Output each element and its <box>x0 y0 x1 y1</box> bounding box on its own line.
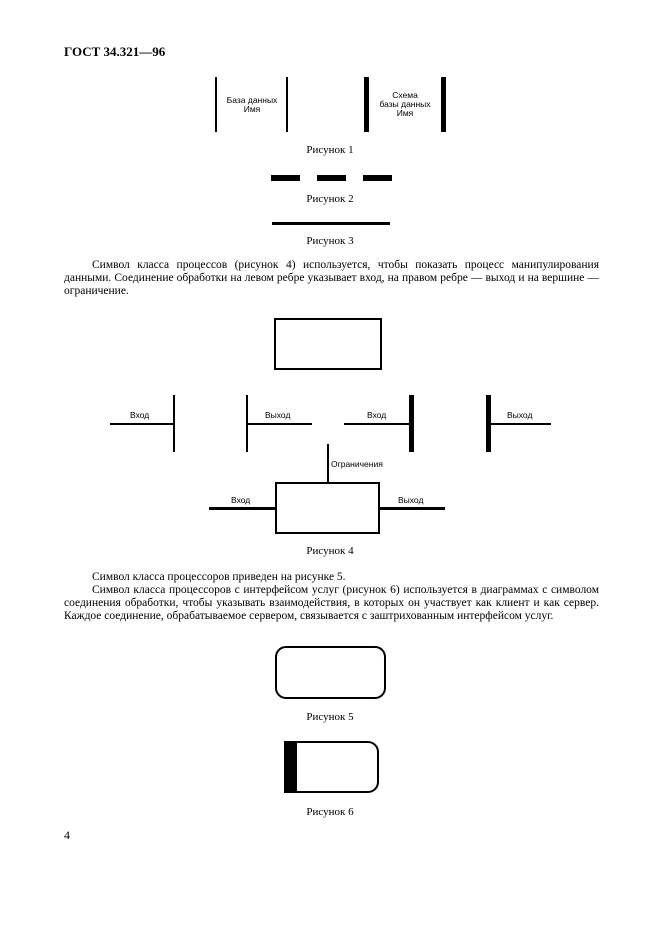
figure-5-caption: Рисунок 5 <box>306 711 354 723</box>
dash-2 <box>317 175 346 181</box>
output-edge-2 <box>486 395 491 452</box>
output-line-2 <box>490 423 551 425</box>
output-line-1 <box>247 423 312 425</box>
input-label-1: Вход <box>130 410 150 420</box>
process-box <box>274 318 382 370</box>
paragraph-processor-class: Символ класса процессоров приведен на ри… <box>92 571 346 583</box>
db-label: База данных Имя <box>226 95 278 114</box>
dash-1 <box>271 175 300 181</box>
document-header: ГОСТ 34.321—96 <box>64 44 166 59</box>
input-line-2 <box>344 423 410 425</box>
constraint-label: Ограничения <box>331 459 383 469</box>
db-left-bar <box>215 77 217 132</box>
output-line-3 <box>379 507 445 510</box>
page-number: 4 <box>64 828 70 842</box>
figure-3-caption: Рисунок 3 <box>306 235 354 247</box>
figure-4-caption: Рисунок 4 <box>306 545 354 557</box>
processor-box <box>275 646 386 699</box>
process-box-connected <box>275 482 380 534</box>
figure-1-caption: Рисунок 1 <box>306 144 354 156</box>
service-processor-box <box>284 741 379 793</box>
solid-line <box>272 222 390 225</box>
dash-3 <box>363 175 392 181</box>
figure-6-caption: Рисунок 6 <box>306 806 354 818</box>
schema-right-bar <box>441 77 446 132</box>
output-label-2: Выход <box>507 410 533 420</box>
input-edge-1 <box>173 395 175 452</box>
schema-label: Схема базы данных Имя <box>379 90 431 118</box>
input-line-3 <box>209 507 276 510</box>
db-right-bar <box>286 77 288 132</box>
figure-2-caption: Рисунок 2 <box>306 193 354 205</box>
output-label-1: Выход <box>265 410 291 420</box>
input-label-3: Вход <box>231 495 251 505</box>
constraint-line <box>327 444 329 483</box>
paragraph-process-class: Символ класса процессов (рисунок 4) испо… <box>64 259 599 297</box>
input-edge-2 <box>409 395 414 452</box>
output-label-3: Выход <box>398 495 424 505</box>
input-line-1 <box>110 423 174 425</box>
schema-left-bar <box>364 77 369 132</box>
input-label-2: Вход <box>367 410 387 420</box>
paragraph-service-interface: Символ класса процессоров с интерфейсом … <box>64 584 599 622</box>
